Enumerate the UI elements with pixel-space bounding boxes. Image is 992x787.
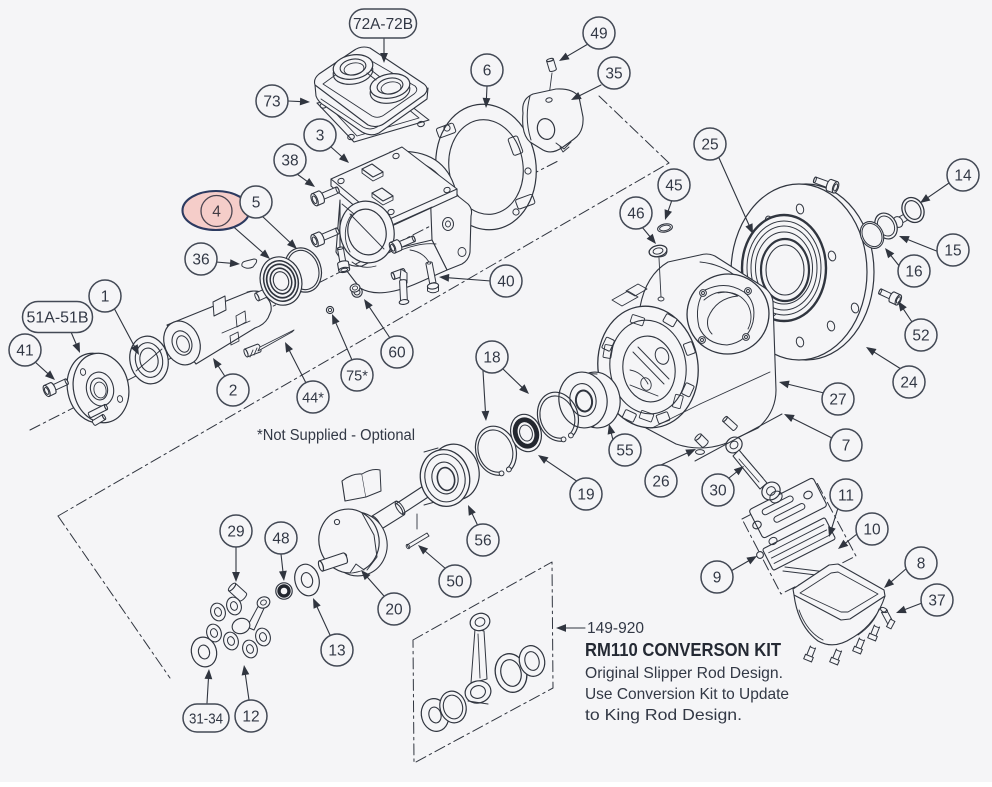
svg-text:6: 6: [483, 63, 492, 80]
svg-text:37: 37: [928, 593, 945, 610]
svg-text:60: 60: [388, 345, 406, 362]
svg-text:5: 5: [252, 195, 261, 212]
svg-text:2: 2: [229, 383, 238, 400]
svg-text:73: 73: [263, 94, 280, 111]
svg-text:20: 20: [385, 602, 403, 619]
svg-text:55: 55: [616, 443, 633, 460]
svg-text:40: 40: [497, 274, 515, 291]
svg-text:48: 48: [272, 531, 289, 548]
svg-text:18: 18: [483, 350, 500, 367]
svg-text:36: 36: [192, 252, 209, 269]
svg-text:72A-72B: 72A-72B: [353, 16, 413, 33]
svg-text:30: 30: [709, 483, 727, 500]
svg-text:15: 15: [944, 243, 961, 260]
svg-text:31-34: 31-34: [189, 711, 223, 727]
svg-text:49: 49: [590, 26, 607, 43]
svg-text:12: 12: [242, 709, 259, 726]
svg-text:26: 26: [652, 474, 669, 491]
svg-text:11: 11: [838, 488, 854, 505]
svg-text:45: 45: [665, 178, 682, 195]
svg-text:51A-51B: 51A-51B: [27, 310, 89, 327]
svg-text:46: 46: [627, 206, 644, 223]
svg-text:Original Slipper Rod Design.: Original Slipper Rod Design.: [585, 665, 783, 682]
svg-text:1: 1: [101, 289, 110, 306]
svg-text:52: 52: [912, 328, 929, 345]
svg-text:56: 56: [474, 533, 491, 550]
svg-text:7: 7: [842, 438, 851, 455]
svg-text:RM110 CONVERSON KIT: RM110 CONVERSON KIT: [585, 640, 781, 660]
svg-text:25: 25: [701, 137, 718, 154]
svg-text:9: 9: [713, 570, 722, 587]
svg-text:41: 41: [16, 343, 33, 360]
svg-text:44*: 44*: [302, 390, 324, 406]
svg-text:16: 16: [905, 264, 922, 281]
svg-text:*Not Supplied - Optional: *Not Supplied - Optional: [257, 427, 415, 444]
svg-text:75*: 75*: [346, 368, 368, 384]
svg-text:27: 27: [829, 392, 846, 409]
svg-text:to King Rod Design.: to King Rod Design.: [585, 707, 742, 724]
svg-text:3: 3: [316, 128, 325, 145]
svg-text:13: 13: [328, 643, 345, 660]
svg-text:149-920: 149-920: [587, 620, 644, 637]
svg-text:50: 50: [446, 574, 464, 591]
svg-text:10: 10: [863, 522, 881, 539]
svg-text:19: 19: [577, 487, 594, 504]
svg-text:4: 4: [212, 204, 221, 221]
svg-text:35: 35: [605, 66, 622, 83]
svg-text:29: 29: [227, 524, 244, 541]
svg-text:38: 38: [281, 153, 298, 170]
svg-text:24: 24: [900, 375, 918, 392]
svg-text:8: 8: [917, 556, 926, 573]
svg-text:Use Conversion Kit to Update: Use Conversion Kit to Update: [585, 686, 789, 703]
svg-text:14: 14: [954, 168, 972, 185]
